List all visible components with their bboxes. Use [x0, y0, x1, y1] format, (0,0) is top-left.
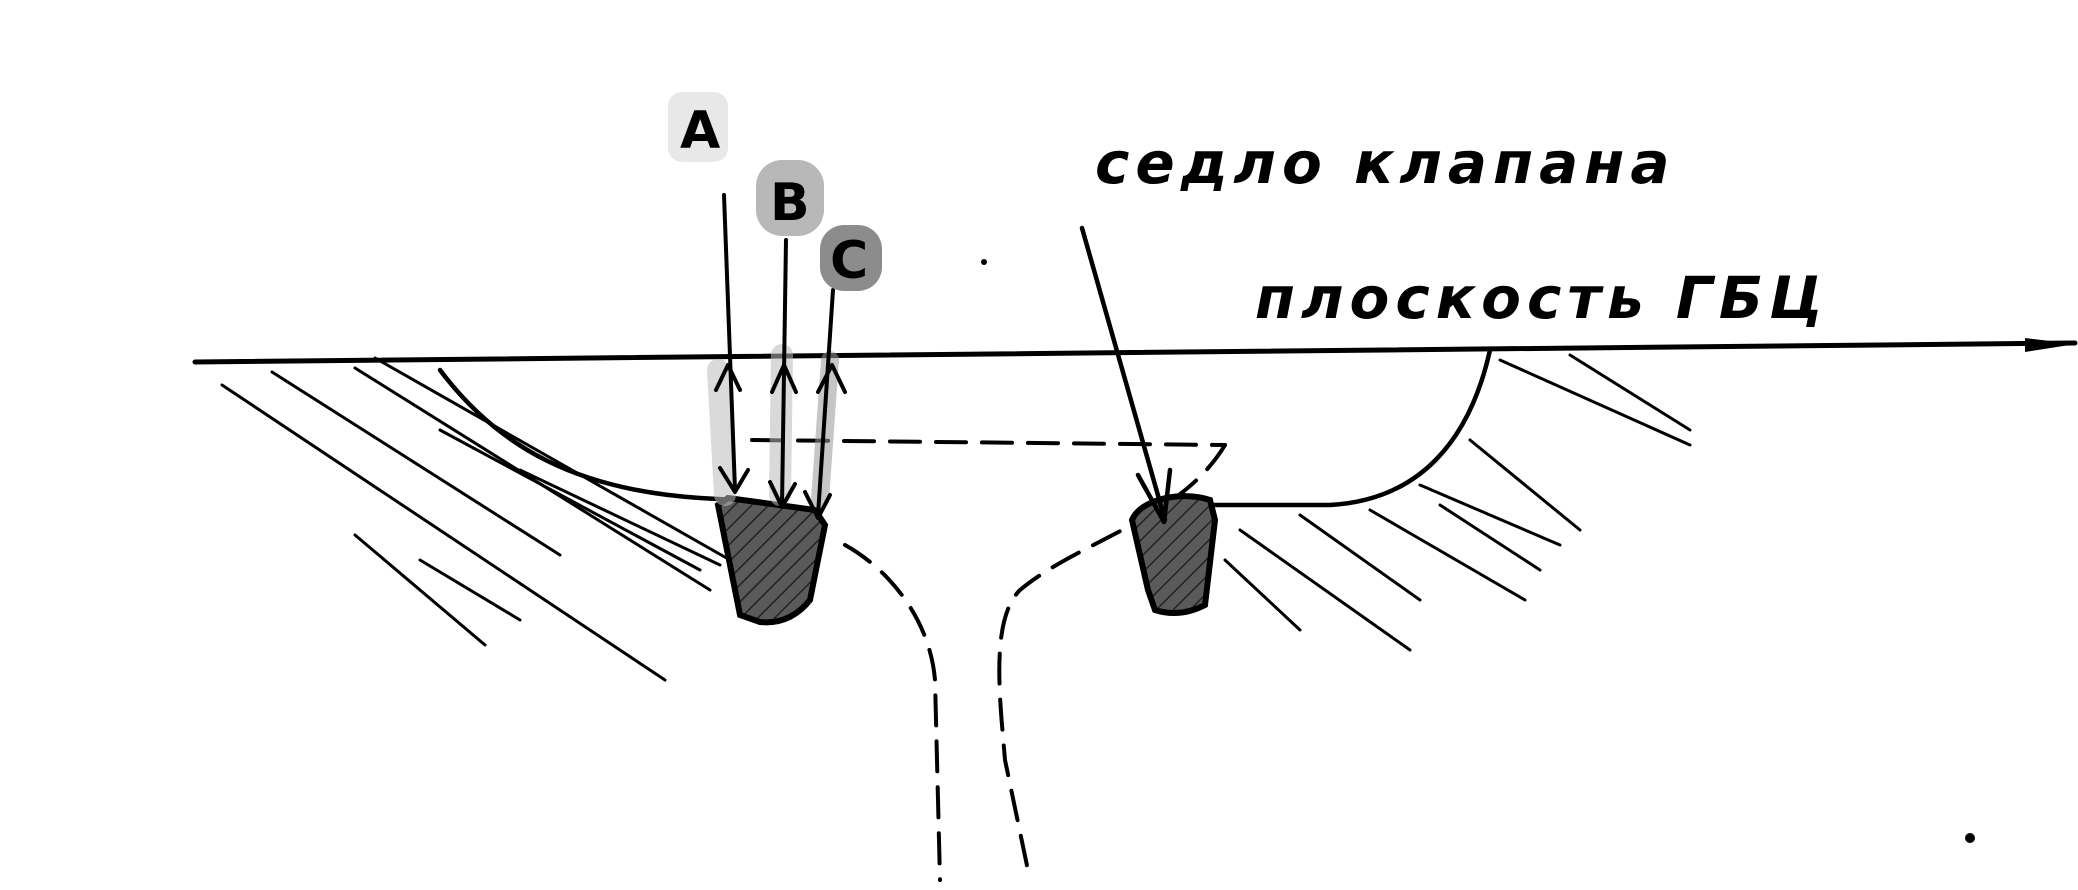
arrow-c [803, 288, 847, 520]
arrow-b [768, 238, 798, 509]
label-c: C [830, 231, 868, 291]
chamber-outline [437, 367, 738, 503]
left-seat [714, 494, 829, 626]
head-plane-line [192, 338, 2078, 365]
label-a-tag: A [668, 92, 728, 162]
right-hatching [1223, 353, 1692, 652]
seat-label: седло клапана [1095, 129, 1676, 197]
left-hatching [220, 356, 732, 682]
label-b-tag: B [756, 160, 824, 236]
label-b: B [770, 173, 810, 233]
ink-speck [981, 259, 987, 265]
label-a: A [680, 101, 720, 161]
right-seat [1128, 493, 1219, 617]
ink-speck [1965, 833, 1975, 843]
plane-label: плоскость ГБЦ [1255, 264, 1829, 332]
chamber-outline-right [1197, 347, 1493, 508]
label-c-tag: C [820, 225, 882, 291]
plane-arrow-head [2025, 338, 2076, 352]
seat-leader-arrow [1079, 225, 1173, 525]
arrow-a [714, 193, 750, 494]
